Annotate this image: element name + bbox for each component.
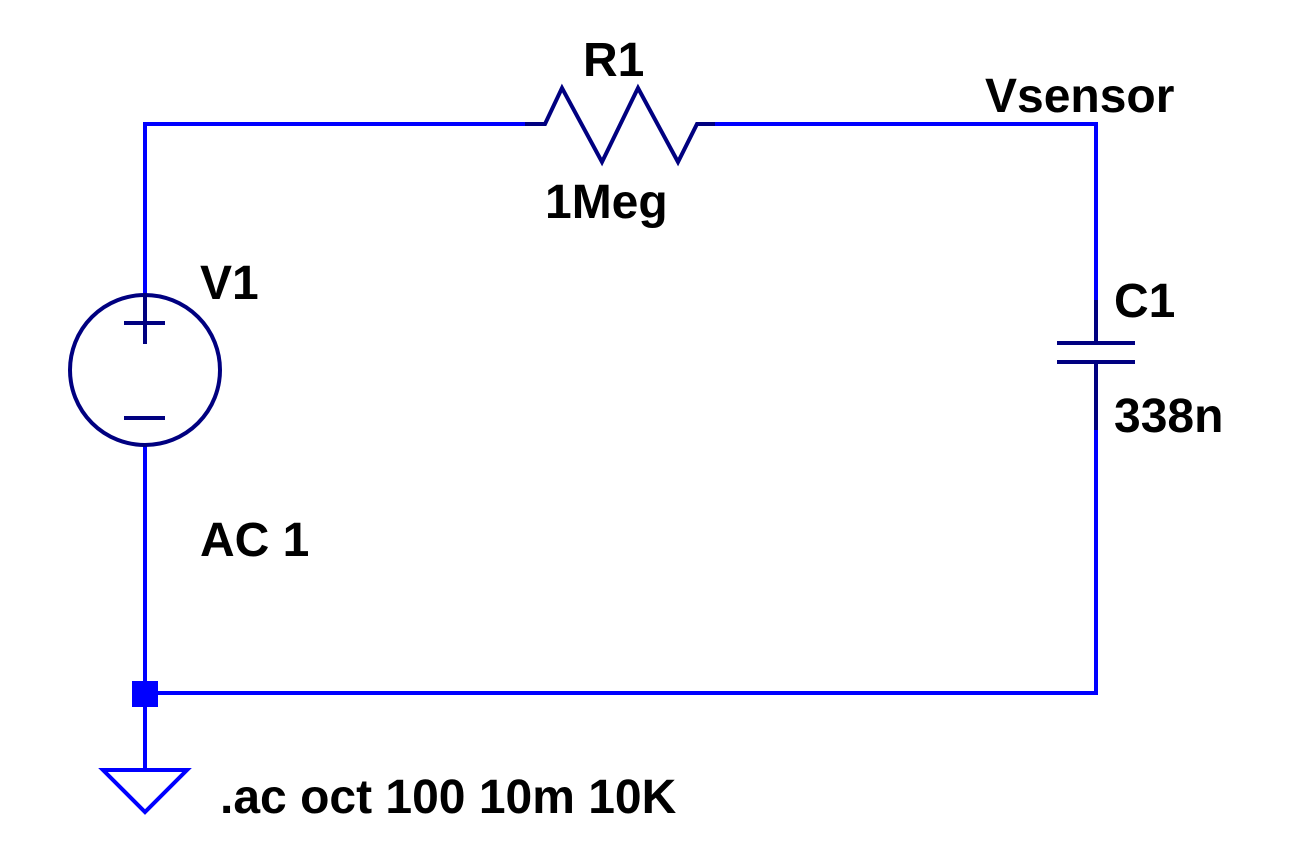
resistor-value-label[interactable]: 1Meg bbox=[545, 176, 668, 229]
resistor-symbol bbox=[525, 83, 715, 167]
wire-bottom[interactable] bbox=[145, 430, 1098, 695]
source-name-label[interactable]: V1 bbox=[200, 257, 259, 310]
voltage-source-v1[interactable] bbox=[68, 293, 222, 447]
wire-top-right[interactable] bbox=[697, 122, 1098, 340]
capacitor-c1[interactable] bbox=[1057, 300, 1135, 430]
net-label-vsensor[interactable]: Vsensor bbox=[985, 70, 1174, 123]
source-value-label[interactable]: AC 1 bbox=[200, 514, 309, 567]
wires bbox=[132, 122, 1098, 770]
junction-node[interactable] bbox=[132, 681, 158, 707]
capacitor-name-label[interactable]: C1 bbox=[1114, 275, 1175, 328]
plus-icon bbox=[124, 304, 165, 344]
wire-top-left[interactable] bbox=[143, 122, 545, 296]
resistor-name-label[interactable]: R1 bbox=[583, 34, 644, 87]
capacitor-value-label[interactable]: 338n bbox=[1114, 390, 1223, 443]
resistor-r1[interactable] bbox=[525, 83, 715, 167]
ground-icon[interactable] bbox=[98, 768, 192, 815]
spice-directive[interactable]: .ac oct 100 10m 10K bbox=[220, 771, 677, 824]
source-circle bbox=[68, 293, 222, 447]
